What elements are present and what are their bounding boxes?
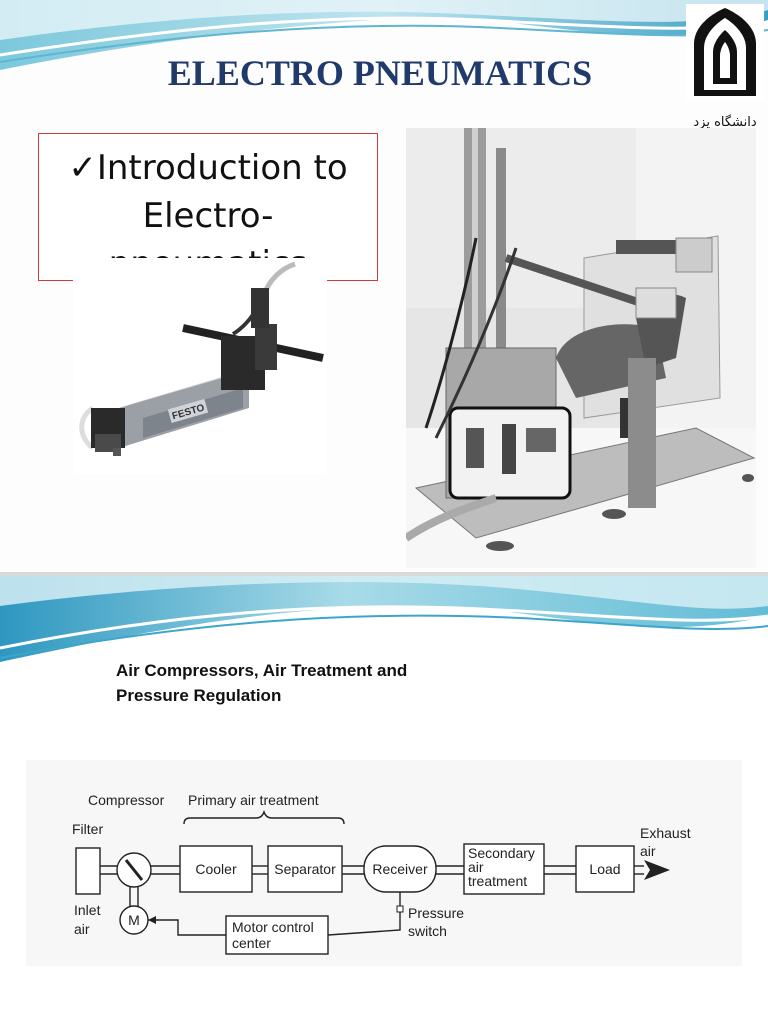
filter-box (75, 847, 101, 895)
label-switch: switch (408, 923, 447, 939)
air-supply-block-diagram: Compressor Primary air treatment Filter … (26, 760, 742, 966)
test-rig-photo (406, 128, 756, 568)
slide-1: ELECTRO PNEUMATICS دانشگاه یزد ✓Introduc… (0, 0, 768, 568)
label-inlet: Inlet (74, 902, 101, 918)
label-cooler: Cooler (195, 861, 237, 877)
separator-box (267, 845, 343, 893)
check-icon: ✓ (68, 148, 97, 188)
label-filter: Filter (72, 821, 103, 837)
label-primary-air-treatment: Primary air treatment (188, 792, 319, 808)
intro-line-2: Electro- (142, 196, 274, 236)
slide-divider (0, 572, 768, 576)
label-separator: Separator (274, 861, 336, 877)
load-box (575, 845, 635, 893)
label-motor-control-2: center (232, 935, 271, 951)
label-exhaust-air: air (640, 843, 656, 859)
cooler-box (179, 845, 253, 893)
label-secondary-2: air (468, 859, 484, 875)
slide-2: Air Compressors, Air Treatment and Press… (0, 576, 768, 1024)
label-exhaust: Exhaust (640, 825, 691, 841)
logo-text: دانشگاه یزد (693, 114, 756, 130)
pressure-switch-icon (396, 905, 404, 913)
section-heading-line-1: Air Compressors, Air Treatment and (116, 661, 408, 680)
label-secondary-1: Secondary (468, 845, 535, 861)
label-pressure: Pressure (408, 905, 464, 921)
section-heading: Air Compressors, Air Treatment and Press… (116, 658, 516, 708)
label-motor: M (128, 912, 140, 928)
label-inlet-air: air (74, 921, 90, 937)
label-secondary-3: treatment (468, 873, 527, 889)
label-load: Load (589, 861, 620, 877)
label-motor-control-1: Motor control (232, 919, 314, 935)
intro-line-1: Introduction to (96, 148, 348, 188)
secondary-treatment-box (463, 843, 545, 895)
section-heading-line-2: Pressure Regulation (116, 686, 282, 705)
university-logo: دانشگاه یزد (686, 4, 764, 130)
label-receiver: Receiver (372, 861, 428, 877)
arrow-icon (148, 916, 156, 924)
exhaust-arrow-icon (644, 860, 670, 880)
solenoid-valve-photo: FESTO (73, 258, 327, 474)
slide-title: ELECTRO PNEUMATICS (167, 53, 593, 93)
label-compressor: Compressor (88, 792, 165, 808)
header-wave (0, 0, 768, 70)
header-wave (0, 576, 768, 662)
